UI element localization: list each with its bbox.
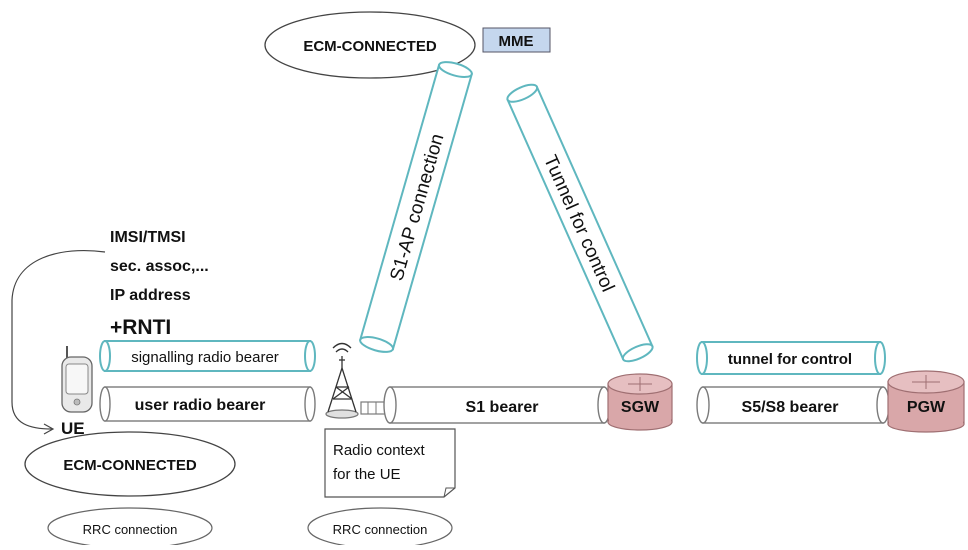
- ue-ecm-label: ECM-CONNECTED: [63, 457, 196, 474]
- ue-phone-icon: [61, 346, 93, 413]
- s5s8-bearer: S5/S8 bearer: [696, 386, 890, 424]
- pgw-label: PGW: [907, 399, 946, 416]
- ue-context-line-1: IMSI/TMSI: [110, 229, 186, 246]
- sgw-router-icon: [607, 373, 673, 431]
- radio-context-line-2: for the UE: [333, 466, 401, 483]
- rrc-ue-label: RRC connection: [83, 522, 178, 537]
- enodeb-tower-icon: [325, 342, 359, 419]
- enodeb-connector: [360, 401, 388, 415]
- sgw-label: SGW: [621, 399, 660, 416]
- rrc-enb-label: RRC connection: [333, 522, 428, 537]
- context-arrow: [11, 249, 106, 430]
- ue-label: UE: [61, 419, 85, 438]
- control-tunnel: Tunnel for control: [506, 83, 654, 363]
- mme-ecm-ellipse: [264, 11, 476, 79]
- ue-context-line-3: IP address: [110, 287, 191, 304]
- mme-label: MME: [499, 33, 534, 50]
- control-tunnel-label: Tunnel for control: [539, 152, 618, 295]
- horizontal-control-tunnel: tunnel for control: [696, 341, 886, 375]
- mme-ecm-label: ECM-CONNECTED: [303, 38, 436, 55]
- mme-box: [482, 27, 551, 53]
- ue-context-line-2: sec. assoc,...: [110, 258, 209, 275]
- s5s8-bearer-label: S5/S8 bearer: [742, 399, 839, 416]
- s1-bearer: S1 bearer: [383, 386, 611, 424]
- radio-context-note: Radio context for the UE: [324, 428, 456, 498]
- signalling-radio-bearer: signalling radio bearer: [99, 340, 316, 372]
- horizontal-control-tunnel-label: tunnel for control: [728, 351, 852, 368]
- ue-ecm-ellipse: [24, 431, 236, 497]
- s1ap-tunnel: S1-AP connection: [359, 61, 473, 353]
- signalling-radio-bearer-label: signalling radio bearer: [131, 349, 279, 366]
- radio-context-line-1: Radio context: [333, 442, 426, 459]
- s1-bearer-label: S1 bearer: [466, 399, 539, 416]
- user-radio-bearer-label: user radio bearer: [135, 397, 266, 414]
- user-radio-bearer: user radio bearer: [99, 386, 316, 422]
- pgw-router-icon: [887, 370, 965, 433]
- ue-context-rnti: +RNTI: [110, 316, 171, 339]
- context-arrowhead: [43, 423, 55, 435]
